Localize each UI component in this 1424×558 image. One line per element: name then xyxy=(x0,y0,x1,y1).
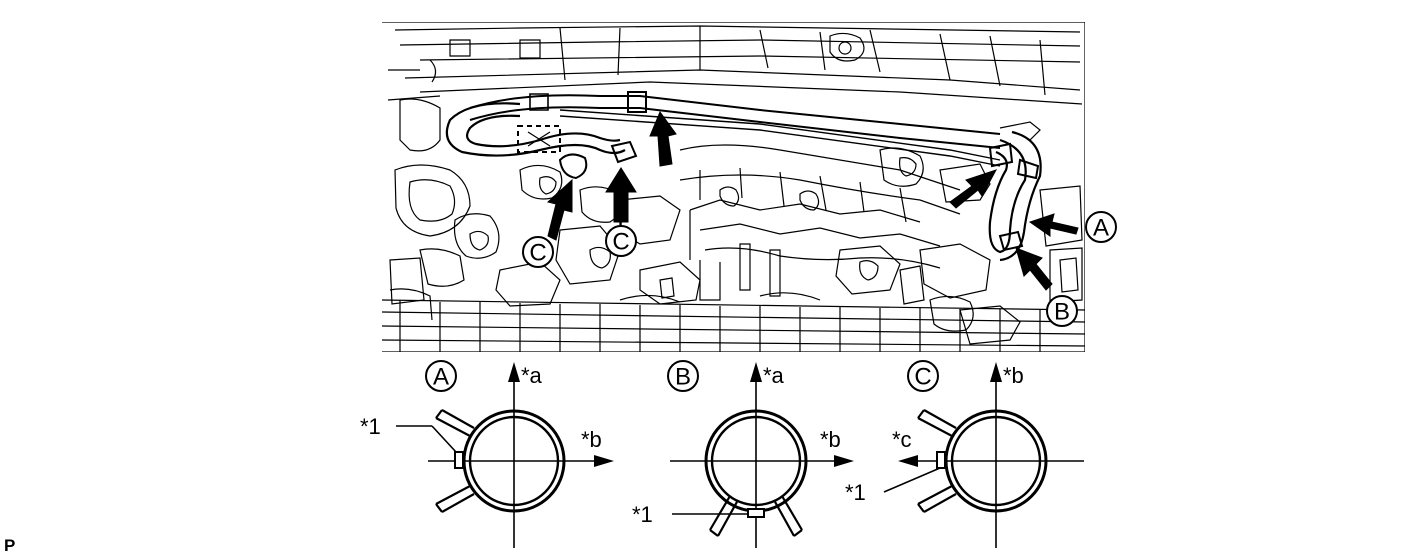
detail-c-marker-label: *1 xyxy=(845,480,866,505)
arrow-a xyxy=(1028,213,1079,237)
detail-a: A *a *b *1 xyxy=(360,360,614,548)
detail-b-marker-label: *1 xyxy=(632,502,653,527)
clamp-marker xyxy=(747,508,765,518)
arrow-b xyxy=(1015,247,1053,291)
detail-c-vertical-axis-label: *b xyxy=(1003,363,1024,388)
callout-b-label: B xyxy=(1054,299,1070,326)
axis-arrow-up-icon xyxy=(990,362,1002,382)
arrow-c-left xyxy=(546,178,573,241)
detail-b-horizontal-axis-label: *b xyxy=(820,427,841,452)
detail-a-vertical-axis-label: *a xyxy=(521,363,543,388)
detail-a-marker-label: *1 xyxy=(360,414,381,439)
detail-b: B *a *b *1 xyxy=(632,360,854,548)
callout-c-left-label: C xyxy=(529,240,546,267)
callout-c-right-label: C xyxy=(612,229,629,256)
detail-b-vertical-axis-label: *a xyxy=(763,363,785,388)
detail-a-letter: A xyxy=(433,364,449,391)
callout-b: B xyxy=(1046,295,1078,327)
axis-arrow-up-icon xyxy=(750,362,762,382)
axis-arrow-right-icon xyxy=(594,455,614,467)
arrow-right-clamp xyxy=(949,169,998,209)
callout-a: A xyxy=(1085,211,1117,243)
detail-c-horizontal-axis-label: *c xyxy=(892,427,912,452)
corner-mark: P xyxy=(4,536,16,555)
clamp-marker xyxy=(936,451,946,469)
detail-c: C *b *c *1 xyxy=(845,360,1084,548)
detail-a-horizontal-axis-label: *b xyxy=(581,427,602,452)
hose-clamp-arrows xyxy=(539,110,1079,291)
arrow-upper-clamp xyxy=(649,110,677,167)
callout-c-right: C xyxy=(605,225,637,257)
detail-c-letter: C xyxy=(914,364,931,391)
axis-arrow-up-icon xyxy=(508,362,520,382)
axis-arrow-left-icon xyxy=(898,455,918,467)
clamp-marker xyxy=(454,451,464,469)
callout-c-left: C xyxy=(522,236,554,268)
detail-b-letter: B xyxy=(675,364,691,391)
arrow-c-middle xyxy=(605,167,637,223)
callout-a-label: A xyxy=(1093,215,1109,242)
axis-arrow-right-icon xyxy=(834,455,854,467)
